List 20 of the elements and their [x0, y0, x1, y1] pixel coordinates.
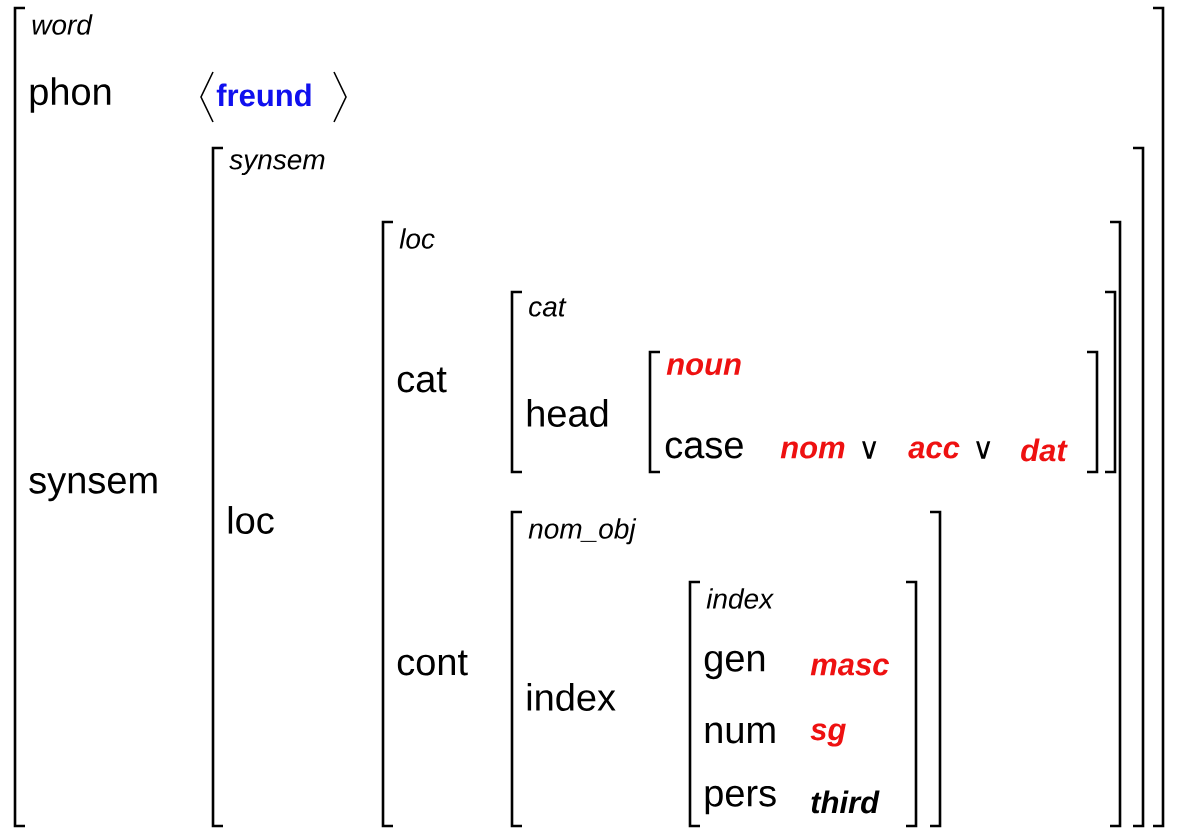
feature-name: pers [705, 785, 776, 815]
feature-name: gen [704, 650, 765, 680]
type-value: masc [810, 658, 890, 676]
feature-name: num [705, 722, 775, 744]
type-value: sg [810, 723, 846, 747]
feature-name: cont [397, 650, 468, 676]
type-value: dat [1021, 438, 1068, 462]
feature-name: synsem [29, 472, 157, 502]
feature-name: phon [30, 77, 111, 113]
operator: ∨ [862, 441, 877, 459]
feature-name: index [527, 683, 616, 711]
type-value: nom [780, 441, 845, 459]
type-value: third [811, 790, 880, 814]
feature-name: loc [228, 506, 274, 534]
type-value: freund [216, 83, 311, 107]
feature-name: cat [397, 367, 447, 393]
feature-name: head [527, 399, 608, 427]
feature-name: case [665, 437, 743, 459]
operator: ∨ [976, 441, 991, 459]
type-value: acc [908, 441, 960, 459]
